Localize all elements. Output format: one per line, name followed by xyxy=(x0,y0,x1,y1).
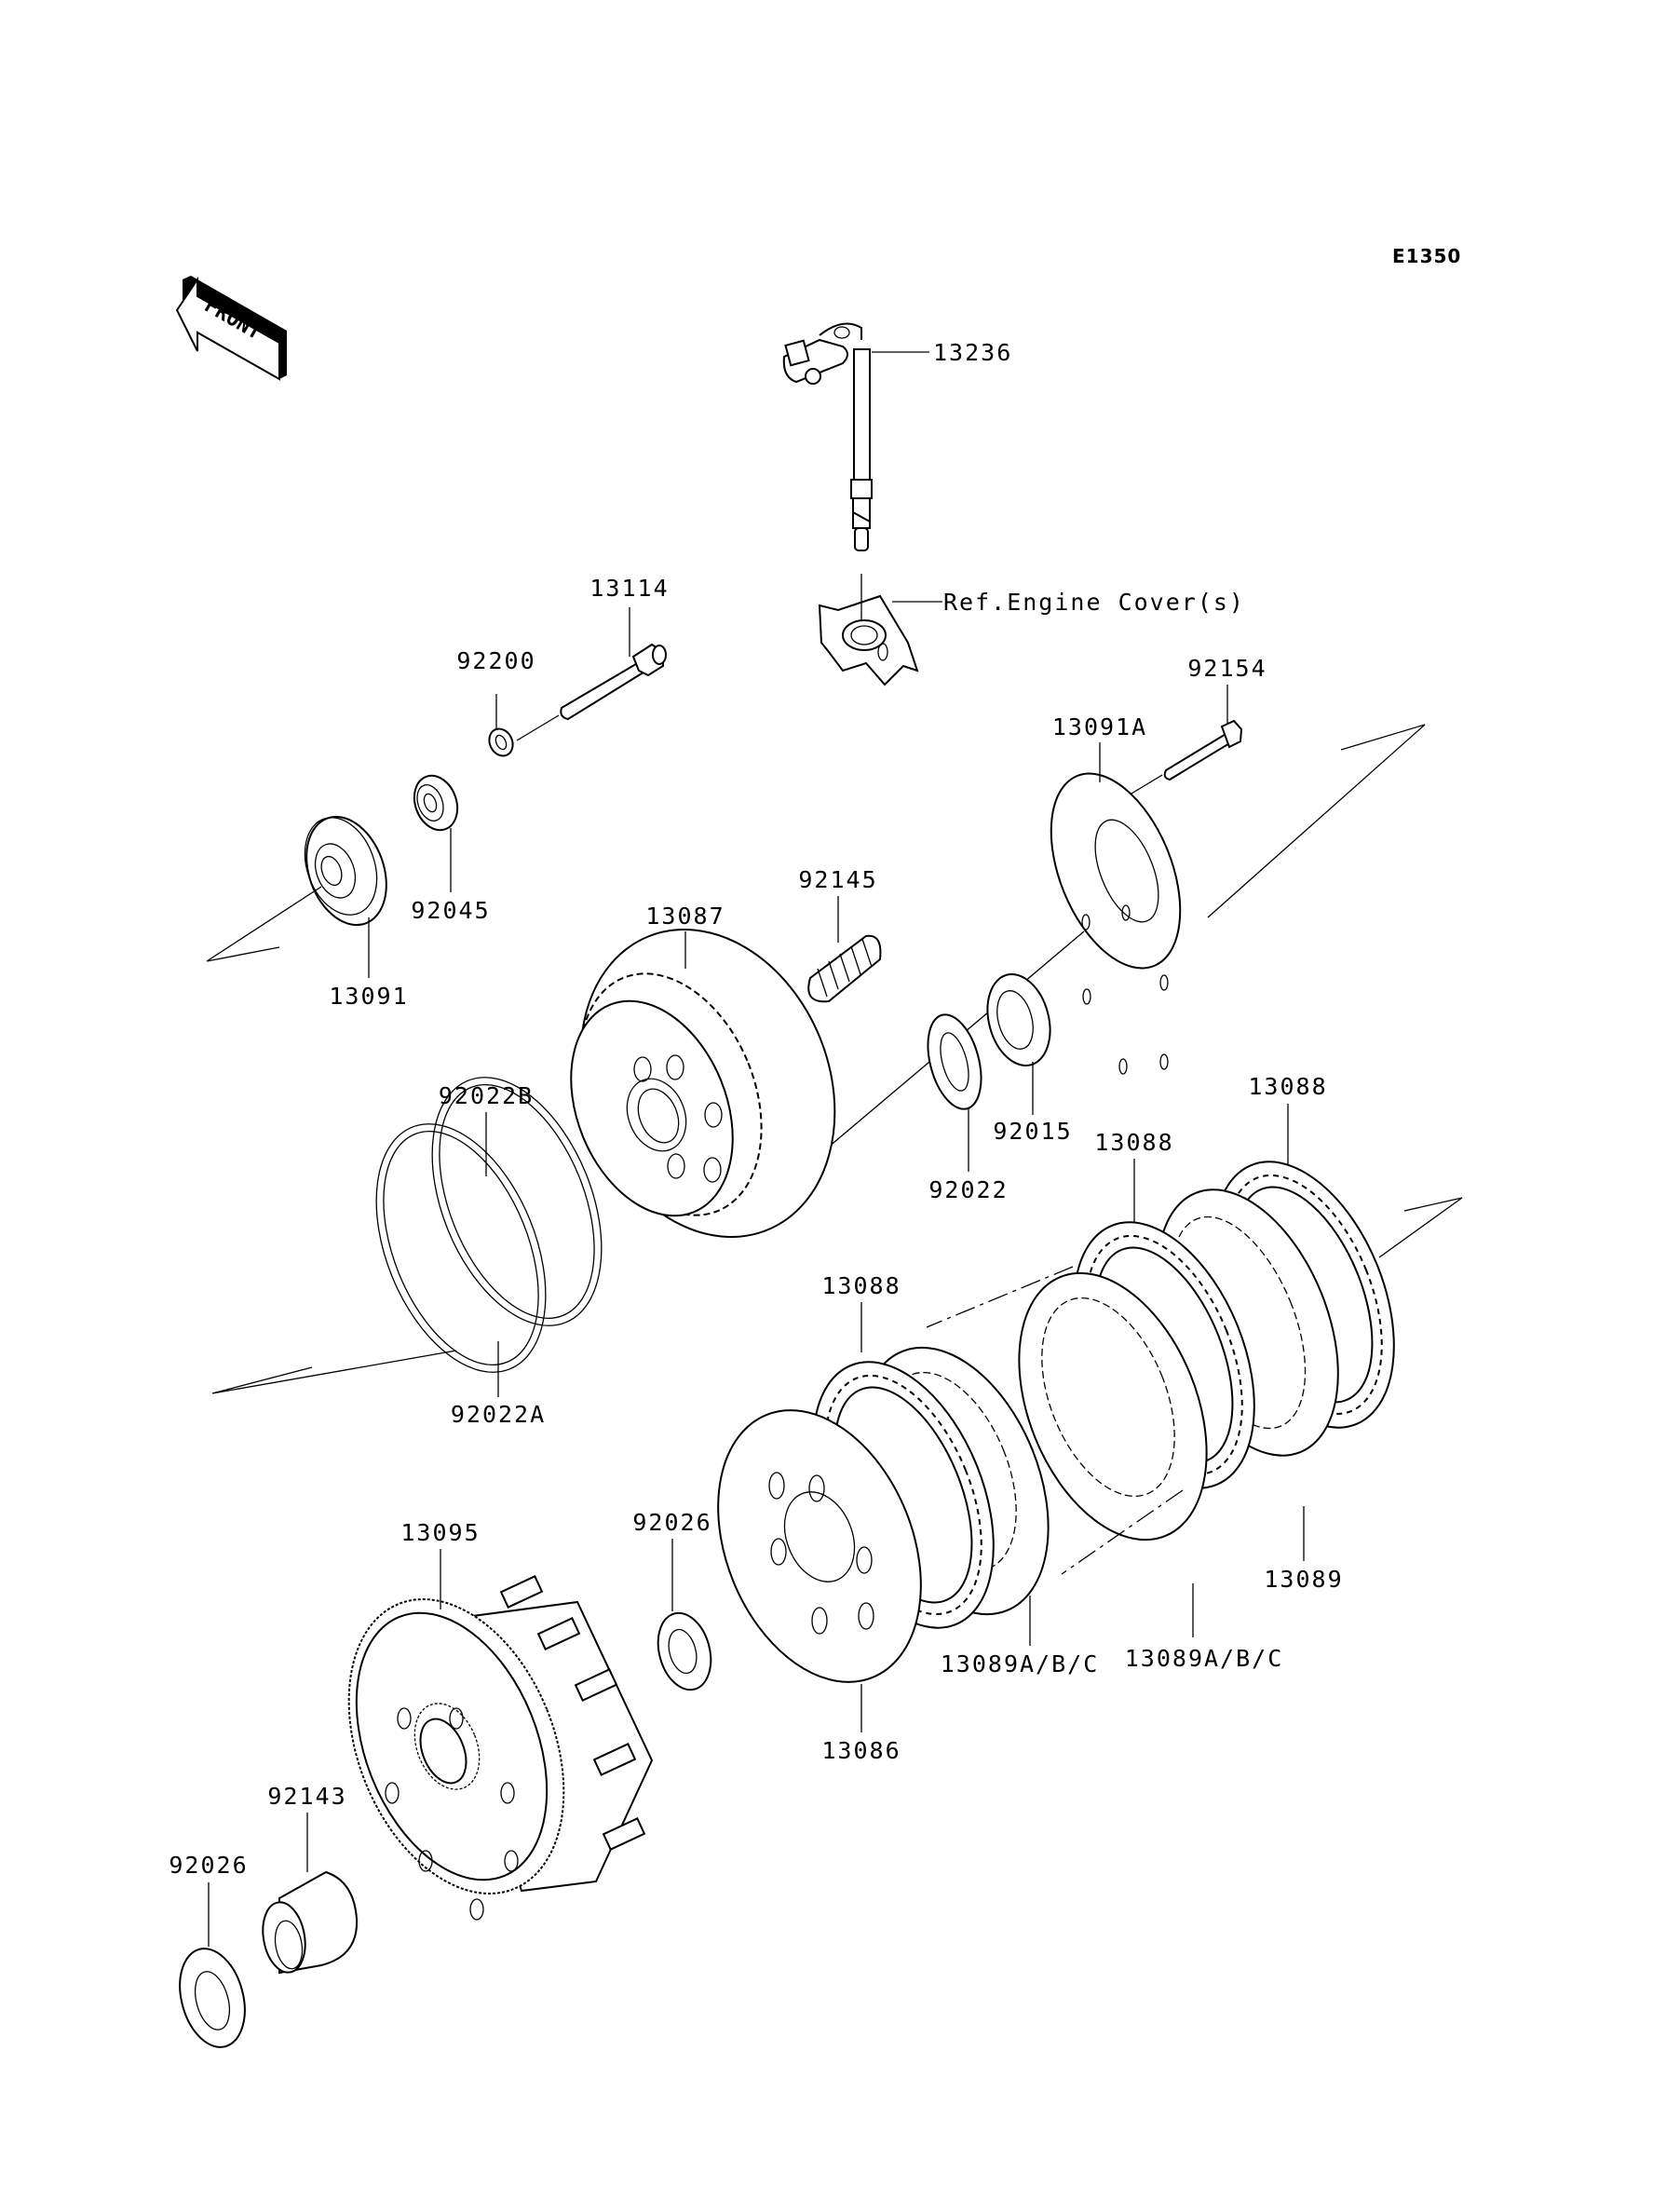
part-13091-seal xyxy=(304,815,387,927)
reference-note: Ref.Engine Cover(s) xyxy=(943,589,1245,616)
part-number-92026-upper: 92026 xyxy=(632,1509,711,1536)
part-number-13089ABC-upper: 13089A/B/C xyxy=(1125,1645,1284,1672)
callout-92026-upper[interactable]: 92026 xyxy=(632,1509,711,1611)
part-number-92045: 92045 xyxy=(411,897,490,924)
part-92022-washer xyxy=(927,1013,982,1110)
part-92045-bearing xyxy=(413,774,459,832)
part-number-13236: 13236 xyxy=(933,339,1012,366)
callout-ref-engine-cover[interactable]: Ref.Engine Cover(s) xyxy=(892,589,1245,616)
part-number-13091A: 13091A xyxy=(1052,713,1147,740)
part-number-92022B: 92022B xyxy=(439,1082,534,1109)
part-number-13089: 13089 xyxy=(1264,1566,1343,1593)
callout-13088-left[interactable]: 13088 xyxy=(821,1272,901,1352)
part-92015-nut xyxy=(986,972,1051,1067)
part-number-13088-left: 13088 xyxy=(821,1272,901,1299)
part-number-92022A: 92022A xyxy=(451,1401,546,1428)
part-13236-release-shaft xyxy=(782,322,873,551)
callout-13089ABC-lower[interactable]: 13089A/B/C xyxy=(941,1596,1100,1677)
part-number-13088-right: 13088 xyxy=(1248,1073,1327,1100)
part-number-13086: 13086 xyxy=(821,1737,901,1764)
callout-92145[interactable]: 92145 xyxy=(798,866,877,943)
callout-13087[interactable]: 13087 xyxy=(645,903,725,969)
callout-92154[interactable]: 92154 xyxy=(1187,655,1267,725)
part-13086-pressure-plate xyxy=(717,1409,922,1683)
callout-92022[interactable]: 92022 xyxy=(928,1108,1008,1203)
callout-13088-middle[interactable]: 13088 xyxy=(1094,1129,1173,1222)
part-13089ABC-steel-plate-upper xyxy=(1018,1271,1208,1541)
part-92026-washer-lower xyxy=(179,1948,246,2048)
part-number-13088-middle: 13088 xyxy=(1094,1129,1173,1156)
part-92143-collar xyxy=(262,1870,359,1975)
part-13095-clutch-housing xyxy=(347,1575,654,1921)
callout-13091A[interactable]: 13091A xyxy=(1052,713,1147,782)
callout-92022B[interactable]: 92022B xyxy=(439,1082,534,1176)
callout-92026-lower[interactable]: 92026 xyxy=(169,1852,248,1947)
part-number-92015: 92015 xyxy=(993,1118,1072,1145)
part-number-92143: 92143 xyxy=(267,1783,346,1810)
front-arrow-icon: FRONT xyxy=(175,276,287,381)
callout-13091[interactable]: 13091 xyxy=(329,917,408,1010)
part-number-13091: 13091 xyxy=(329,983,408,1010)
part-number-92026-lower: 92026 xyxy=(169,1852,248,1879)
callout-13089[interactable]: 13089 xyxy=(1264,1506,1343,1593)
part-number-13089ABC-lower: 13089A/B/C xyxy=(941,1650,1100,1677)
part-92022B-ring xyxy=(431,1077,603,1326)
diagram-code: E1350 xyxy=(1392,245,1461,267)
callout-13114[interactable]: 13114 xyxy=(589,575,669,657)
part-number-13087: 13087 xyxy=(645,903,725,930)
part-number-92154: 92154 xyxy=(1187,655,1267,682)
part-13114-pushrod xyxy=(560,643,667,721)
callout-13089ABC-upper[interactable]: 13089A/B/C xyxy=(1125,1583,1284,1672)
part-number-13095: 13095 xyxy=(400,1519,480,1546)
part-number-92022: 92022 xyxy=(928,1176,1008,1203)
part-92200-washer xyxy=(488,727,514,757)
callout-92045[interactable]: 92045 xyxy=(411,828,490,924)
callout-13095[interactable]: 13095 xyxy=(400,1519,480,1609)
part-number-92145: 92145 xyxy=(798,866,877,893)
part-92026-washer-upper xyxy=(657,1611,712,1691)
part-92145-spring xyxy=(807,934,882,1003)
part-92022A-ring xyxy=(375,1123,547,1373)
part-number-13114: 13114 xyxy=(589,575,669,602)
callout-13086[interactable]: 13086 xyxy=(821,1684,901,1764)
callout-92200[interactable]: 92200 xyxy=(456,647,535,729)
part-13087-clutch-hub xyxy=(570,929,836,1238)
callout-92143[interactable]: 92143 xyxy=(267,1783,346,1872)
callout-13088-right[interactable]: 13088 xyxy=(1248,1073,1327,1164)
callout-92022A[interactable]: 92022A xyxy=(451,1341,546,1428)
part-92154-bolt xyxy=(1163,719,1243,781)
part-number-92200: 92200 xyxy=(456,647,535,674)
callout-92015[interactable]: 92015 xyxy=(993,1062,1072,1145)
part-13091A-plate xyxy=(1050,772,1182,1075)
callout-13236[interactable]: 13236 xyxy=(872,339,1012,366)
engine-cover-fragment xyxy=(818,594,919,686)
